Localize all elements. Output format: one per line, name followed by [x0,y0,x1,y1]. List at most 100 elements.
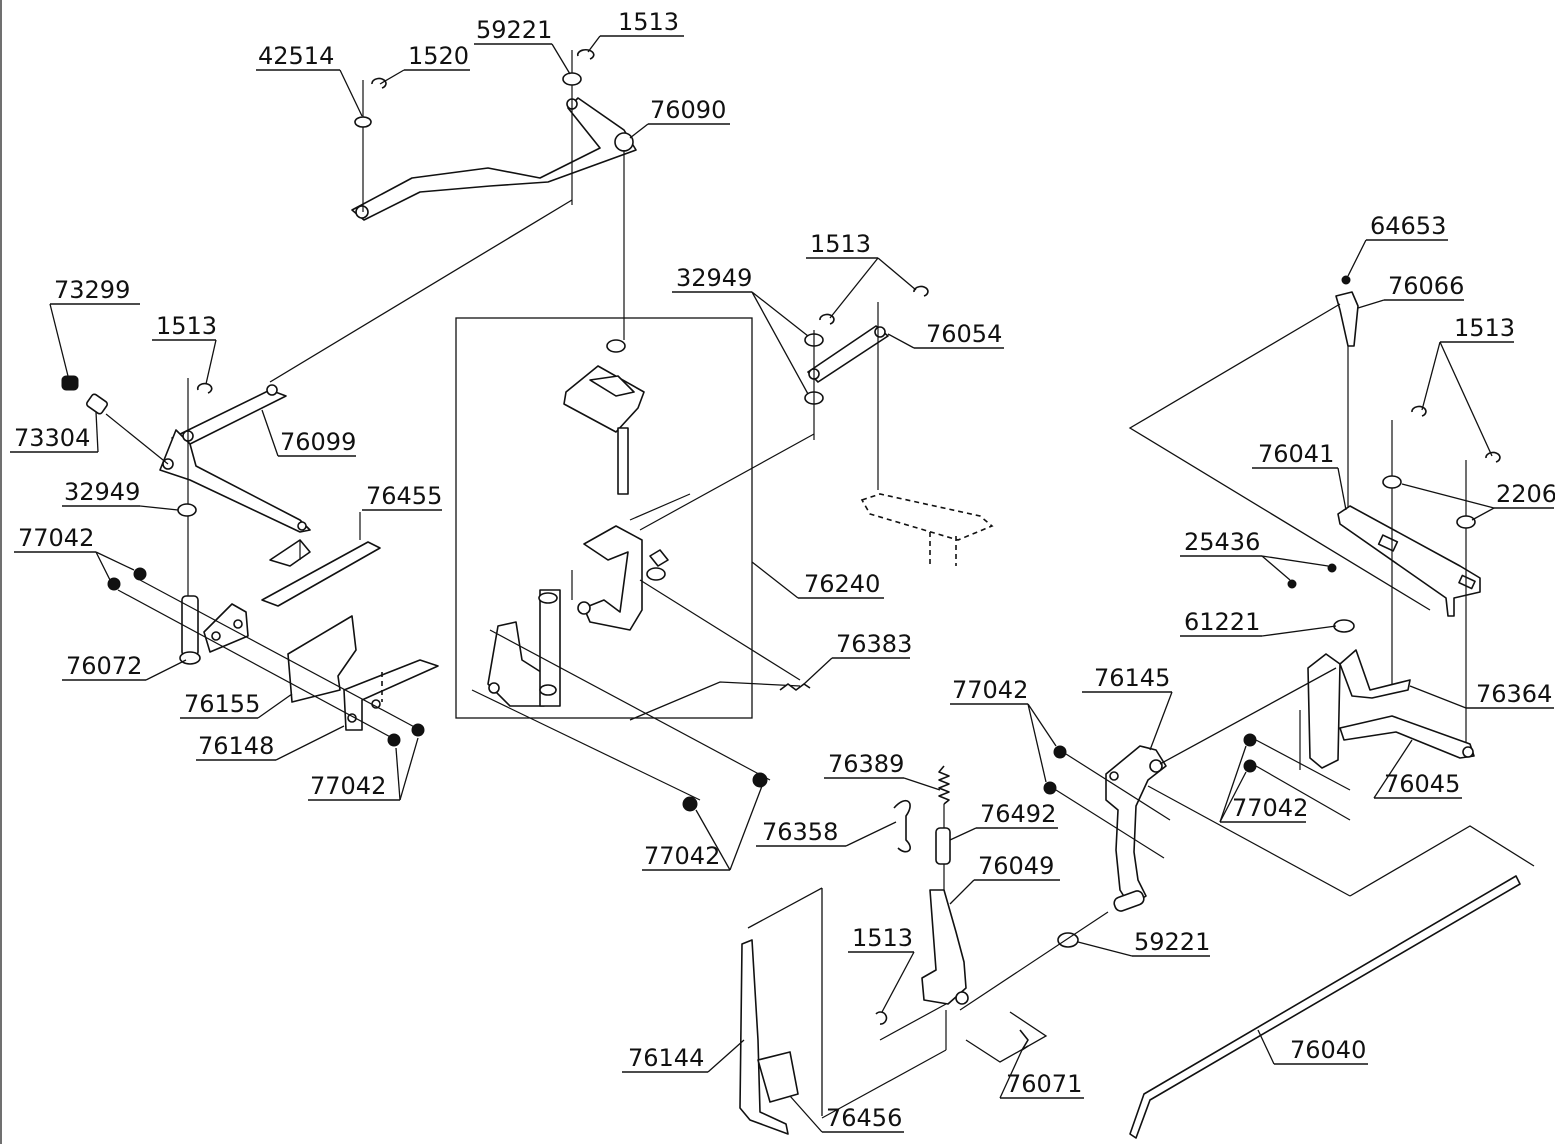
axis-line [1065,753,1171,821]
axis-line [489,629,771,781]
label-76045: 76045 [1373,739,1462,799]
axis-line [639,433,815,531]
pivot-hole [355,205,369,219]
part-number-label: 76383 [836,630,912,658]
bottom-left-group [739,887,823,1135]
part-76099-body [159,429,311,533]
part-number-label: 64653 [1370,212,1446,240]
part-number-label: 76041 [1258,440,1334,468]
hole [266,384,278,396]
label-76492: 76492 [949,800,1058,841]
axis-line [1255,765,1351,821]
screw-64653 [1341,275,1351,285]
pin-25436 [1287,579,1297,589]
label-77042-left-top: 77042 [14,524,135,581]
label-25436: 25436 [1180,528,1329,581]
label-76072: 76072 [62,652,187,681]
part-number-label: 76040 [1290,1036,1366,1064]
leader-line [269,199,573,383]
hole [1149,759,1163,773]
part-76364-arm [1339,649,1411,699]
part-76144-bracket [739,939,789,1135]
label-1513-right: 1513 [1421,314,1515,457]
hole [488,682,500,694]
label-32949-mid: 32949 [672,264,809,395]
washer-42514 [354,116,372,128]
part-number-label: 76071 [1006,1070,1082,1098]
axis-line [1055,789,1165,859]
part-number-label: 77042 [644,842,720,870]
part-number-label: 76456 [826,1104,902,1132]
part-number-label: 73304 [14,424,90,452]
screw-77042 [1243,759,1257,773]
e-ring-1520 [371,77,387,89]
e-ring-1513 [913,285,929,297]
hole [874,326,886,338]
slot [589,375,635,397]
screw-73304 [85,393,109,415]
screw-77042 [107,577,121,591]
part-number-label: 1513 [1454,314,1515,342]
axis-line [629,493,691,521]
hole [1109,771,1119,781]
washer [538,592,558,604]
part-number-label: 73299 [54,276,130,304]
left-group [61,375,439,747]
center-assembly [471,339,811,812]
mid-right-linkage [639,285,994,566]
label-77042-right: 77042 [1219,745,1308,823]
part-number-label: 61221 [1184,608,1260,636]
washer-32949 [177,503,197,517]
side-plate [487,621,545,707]
assembly-box-76240 [455,317,753,719]
leader-line [629,681,801,721]
pin-25436 [1327,563,1337,573]
axis-line [959,911,1109,1011]
part-number-label: 77042 [310,772,386,800]
part-number-label: 25436 [1184,528,1260,556]
part-number-label: 76155 [184,690,260,718]
label-76240: 76240 [751,561,884,599]
washer-2206 [1456,515,1476,529]
part-number-label: 76049 [978,852,1054,880]
e-ring-1513 [1411,405,1427,417]
pivot-boss [614,132,634,152]
plate [539,589,561,707]
label-76054: 76054 [887,320,1004,349]
screw-77042 [387,733,401,747]
part-number-label: 76090 [650,96,726,124]
axis-line [471,689,701,801]
leader-line [965,1011,1048,1063]
washer-2206 [1382,475,1402,489]
link-76492 [935,827,951,865]
label-76144: 76144 [622,1039,745,1073]
part-number-label: 76072 [66,652,142,680]
label-76099: 76099 [261,409,356,457]
part-76090-lever [351,97,637,221]
label-42514: 42514 [256,42,363,117]
nut-73299 [61,375,79,391]
part-number-label: 76389 [828,750,904,778]
screw-77042 [1243,733,1257,747]
part-number-label: 1513 [156,312,217,340]
part-number-label: 2206 [1496,480,1555,508]
axis-line [1147,785,1351,897]
part-number-label: 77042 [1232,794,1308,822]
part-number-label: 77042 [952,676,1028,704]
axis-line [879,1003,947,1041]
label-76041: 76041 [1252,440,1347,511]
part-number-label: 76054 [926,320,1002,348]
bottom-mid-group [821,667,1535,1119]
part-number-label: 1513 [810,230,871,258]
part-number-label: 76144 [628,1044,704,1072]
label-76049: 76049 [949,852,1060,905]
axis-line [639,579,801,681]
part-number-label: 76240 [804,570,880,598]
part-number-label: 76045 [1384,770,1460,798]
label-76040: 76040 [1257,1029,1368,1065]
label-76071: 76071 [999,1049,1084,1099]
label-77042-bottom-mid: 77042 [950,676,1057,783]
nut [577,601,591,615]
part-number-label: 76148 [198,732,274,760]
shaft [617,427,629,495]
